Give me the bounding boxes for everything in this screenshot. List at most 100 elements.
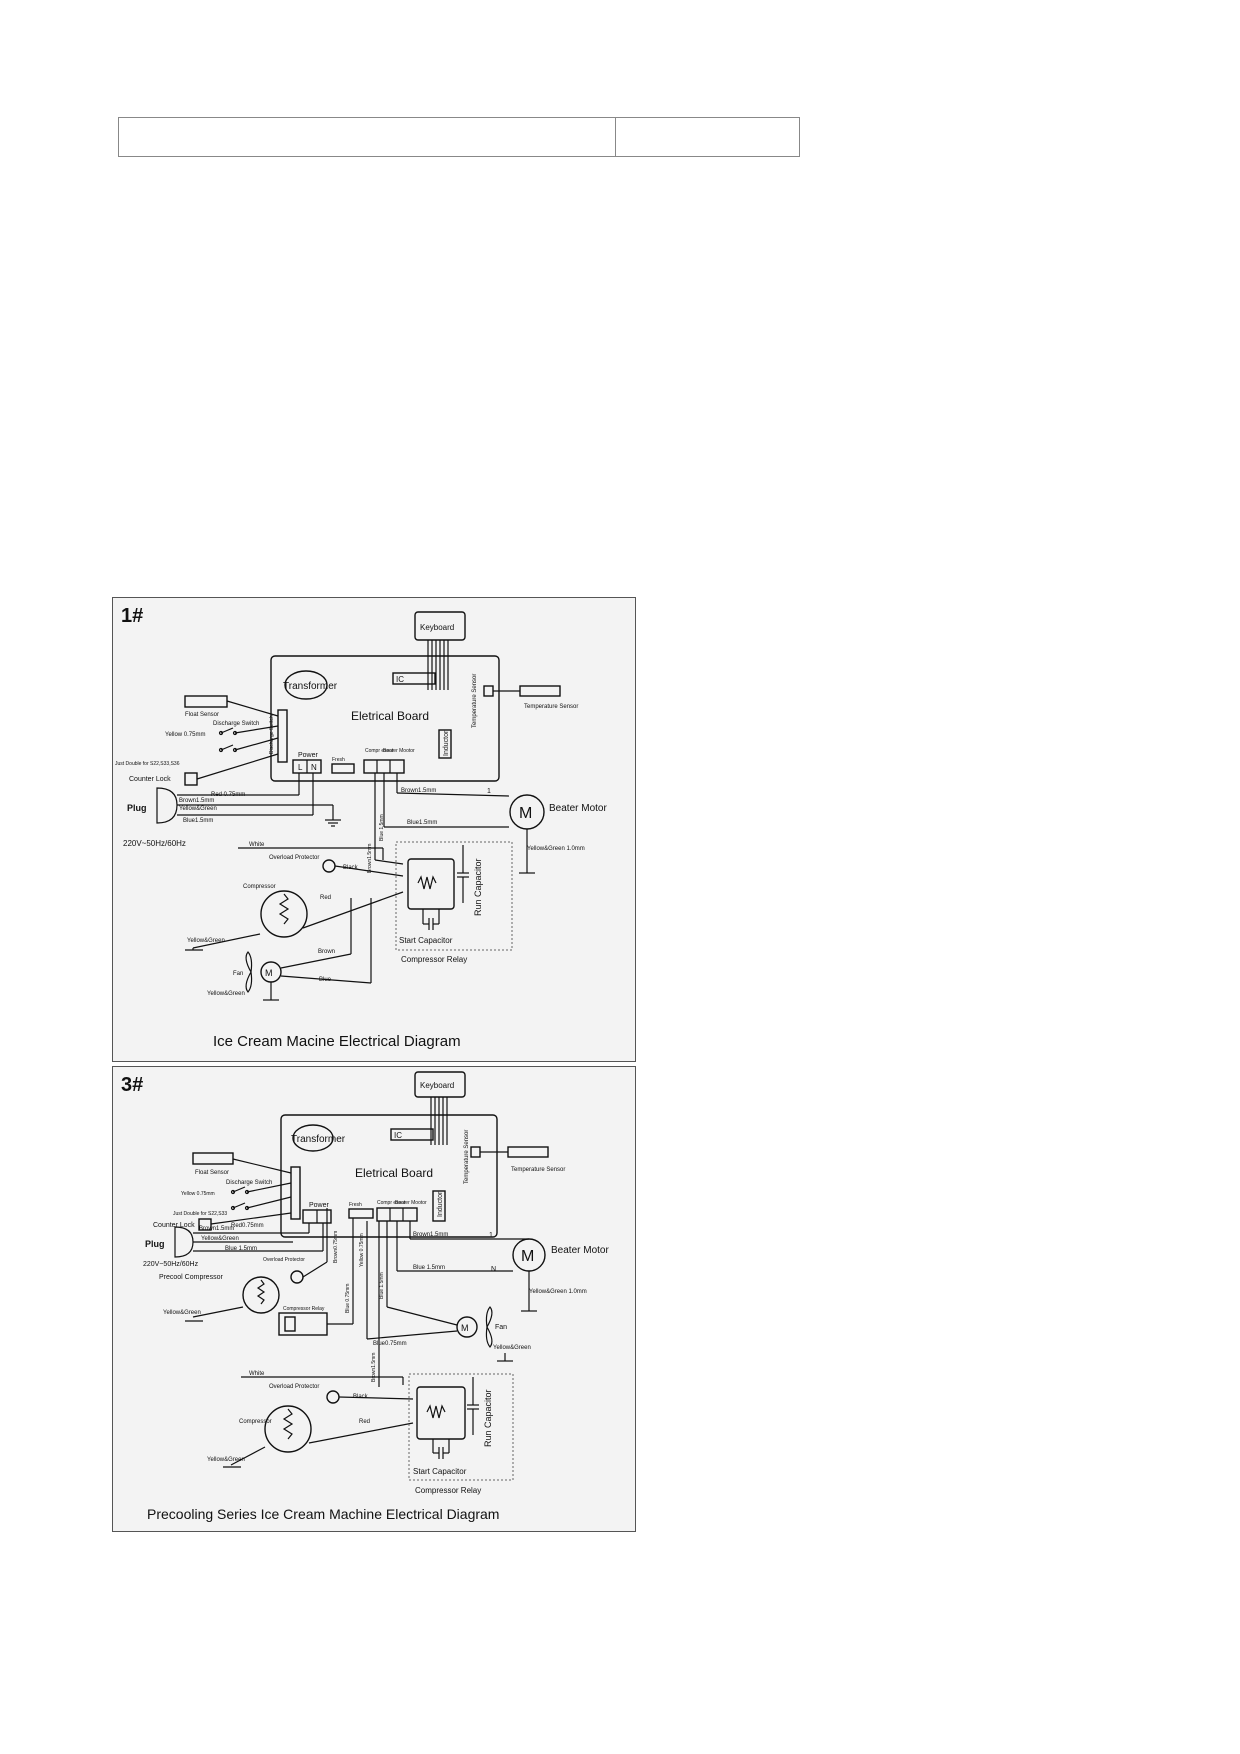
inductor: [432, 1190, 446, 1222]
plug: [174, 1226, 194, 1258]
compressor: [260, 890, 308, 938]
white-label: White: [249, 1371, 265, 1377]
header-table-divider: [615, 118, 616, 156]
compressor-relay: [416, 1386, 466, 1440]
beater-motor-label: Beater Motor: [549, 803, 607, 814]
blue-075-vertical-label: Blue 0.75mm: [345, 1284, 351, 1313]
temp-sensor-connector: [470, 1146, 481, 1158]
discharge-switch-label: Discharge Switch: [213, 721, 259, 727]
beater-brown-label: Brown1.5mm: [413, 1232, 448, 1238]
beater-motor-terminal-label: Beater Mootor: [395, 1200, 427, 1206]
start-capacitor-label: Start Capacitor: [399, 936, 453, 945]
fan-motor-m: M: [265, 968, 273, 978]
compressor: [264, 1405, 312, 1453]
compressor-relay-boundary: [395, 841, 513, 951]
diagram-number: 1#: [121, 605, 143, 627]
ic-label: IC: [394, 1131, 402, 1140]
fresh-label: Fresh: [332, 757, 345, 763]
compressor-relay-label: Compressor Relay: [415, 1486, 481, 1495]
overload-protector: [326, 1390, 340, 1404]
electrical-diagram-3: 3# Keyboard Transformer IC Eletrical Boa…: [112, 1066, 636, 1532]
run-capacitor-label: Run Capacitor: [473, 858, 483, 916]
counter-lock-label: Counter Lock: [153, 1222, 195, 1229]
keyboard-ribbon-cable: [430, 1097, 448, 1145]
inductor-label: Inductor: [443, 730, 450, 756]
blue-15-label: Blue 1.5mm: [225, 1246, 257, 1252]
overload-small-label: Overload Protector: [263, 1257, 305, 1263]
electrical-board: [270, 655, 500, 782]
fan-label: Fan: [233, 971, 243, 977]
brown-075-vertical-label: Brown0.75mm: [333, 1231, 339, 1263]
beater-motor-m: M: [521, 1248, 534, 1265]
yellow-075-label: Yellow 0.75mm: [181, 1191, 215, 1197]
precool-compressor: [242, 1276, 280, 1314]
compressor-terminal-label: Compr essor: [365, 748, 394, 754]
beater-motor-terminal-label: Beater Mootor: [383, 748, 415, 754]
transformer-label: Transformer: [283, 681, 338, 692]
switch-terminal-block: [277, 709, 288, 763]
compressor-yg-label: Yellow&Green: [207, 1457, 245, 1463]
diagram-1-svg: 1# Keyboard Transformer IC Eletrical Boa…: [115, 605, 607, 1050]
brown-15-label: Brown1.5mm: [179, 798, 214, 804]
blue-15-label: Blue1.5mm: [183, 818, 213, 824]
beater-blue-label: Blue 1.5mm: [413, 1265, 445, 1271]
voltage-label: 220V~50Hz/60Hz: [143, 1261, 199, 1268]
yellow-075-label: Yellow 0.75mm: [165, 732, 205, 738]
precool-yg-label: Yellow&Green: [163, 1310, 201, 1316]
float-sensor: [192, 1152, 234, 1165]
fan-label: Fan: [495, 1324, 507, 1331]
compressor-terminal-label: Compr essor: [377, 1200, 406, 1206]
compressor-relay: [407, 858, 455, 910]
motor-terminal: [363, 759, 405, 774]
float-sensor-label: Float Sensor: [185, 712, 219, 718]
diagram-title: Ice Cream Macine Electrical Diagram: [213, 1033, 461, 1050]
red-075-label: Red0.75mm: [231, 1223, 264, 1229]
beater-motor-m: M: [519, 805, 532, 822]
switch-terminal-block: [290, 1166, 301, 1220]
compressor-relay-boundary: [408, 1373, 514, 1481]
overload-protector: [322, 859, 336, 873]
fan-brown-label: Brown: [318, 949, 335, 955]
fan-yg-label: Yellow&Green: [207, 991, 245, 997]
compressor-yg-label: Yellow&Green: [187, 938, 225, 944]
beater-blue-label: Blue1.5mm: [407, 820, 437, 826]
temp-sensor-label: Temperature Sensor: [511, 1167, 565, 1173]
compressor-label: Compressor: [243, 884, 276, 890]
temp-sensor-label: Temperature Sensor: [524, 704, 578, 710]
temp-sensor-connector: [483, 685, 494, 697]
beater-terminal-1: 1: [487, 788, 491, 795]
counter-lock-label: Counter Lock: [129, 776, 171, 783]
relay-coil: [426, 1404, 446, 1419]
transformer-label: Transformer: [291, 1134, 346, 1145]
power-label: Power: [309, 1202, 330, 1209]
compressor-relay-label: Compressor Relay: [401, 955, 467, 964]
fresh-terminal: [348, 1208, 374, 1219]
board-label: Eletrical Board: [351, 709, 429, 723]
keyboard-ribbon-cable: [427, 640, 449, 690]
diagram-number: 3#: [121, 1074, 143, 1096]
precool-relay-coil: [284, 1316, 296, 1332]
brown-15-vertical-label: Brown1.5mm: [371, 1353, 377, 1382]
fan-motor: [456, 1316, 478, 1338]
counter-lock: [184, 772, 198, 786]
keyboard-box: [414, 1071, 466, 1098]
overload-label: Overload Protector: [269, 1384, 319, 1390]
temp-sensor-probe: [519, 685, 561, 697]
fan-icon: [245, 951, 253, 993]
brown-15-label: Brown1.5mm: [199, 1226, 234, 1232]
beater-motor-label: Beater Motor: [551, 1245, 609, 1256]
power-label: Power: [298, 752, 319, 759]
yellow-green-label: Yellow&Green: [201, 1236, 239, 1242]
red-label: Red: [320, 895, 331, 901]
plug-label: Plug: [127, 803, 147, 813]
fan-icon: [485, 1306, 493, 1348]
precool-overload: [290, 1270, 304, 1284]
power-l-label: L: [298, 763, 303, 772]
beater-brown-label: Brown1.5mm: [401, 788, 436, 794]
diagram-title: Precooling Series Ice Cream Machine Elec…: [147, 1506, 499, 1522]
fan-yg-label: Yellow&Green: [493, 1345, 531, 1351]
float-sensor: [184, 695, 228, 708]
yellow-green-label: Yellow&Green: [179, 806, 217, 812]
counter-lock: [198, 1218, 212, 1231]
red-label: Red: [359, 1419, 370, 1425]
